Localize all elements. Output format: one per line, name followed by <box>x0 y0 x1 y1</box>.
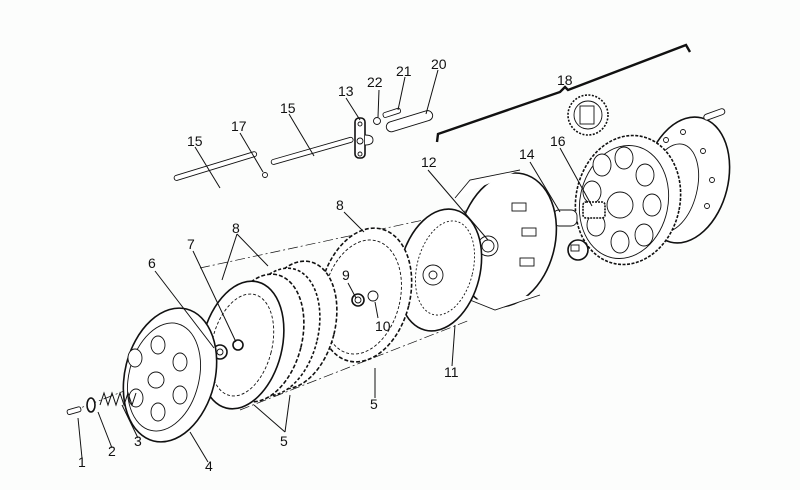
pin-20 <box>385 110 434 133</box>
label-12: 12 <box>421 154 437 170</box>
label-21: 21 <box>396 63 412 79</box>
label-5b: 5 <box>370 396 378 412</box>
needle-bearing-16 <box>582 201 606 219</box>
label-13: 13 <box>338 83 354 99</box>
label-9: 9 <box>342 267 350 283</box>
label-22: 22 <box>367 74 383 90</box>
label-15a: 15 <box>187 133 203 149</box>
push-rod-left <box>173 151 258 181</box>
thrust-piece-7 <box>232 339 244 351</box>
push-rod-right <box>270 136 354 165</box>
washer-22 <box>373 117 381 125</box>
clutch-housing-12 <box>454 169 558 311</box>
small-gear <box>567 94 609 136</box>
pressure-plate-4 <box>122 307 218 443</box>
label-17: 17 <box>231 118 247 134</box>
lever-plate-13 <box>354 117 374 159</box>
clutch-hub-11 <box>397 208 483 332</box>
label-16: 16 <box>550 133 566 149</box>
screw-1 <box>66 406 82 415</box>
label-6: 6 <box>148 255 156 271</box>
group-bracket-18 <box>435 43 692 143</box>
large-primary-gear <box>574 134 682 266</box>
label-4: 4 <box>205 458 213 474</box>
label-8a: 8 <box>232 220 240 236</box>
nut-9 <box>351 293 365 307</box>
label-7: 7 <box>187 236 195 252</box>
washer-2 <box>86 397 96 413</box>
label-2: 2 <box>108 443 116 459</box>
label-10: 10 <box>375 318 391 334</box>
spring-3 <box>99 391 137 407</box>
label-1: 1 <box>78 454 86 470</box>
label-5a: 5 <box>280 433 288 449</box>
label-20: 20 <box>431 56 447 72</box>
label-15b: 15 <box>280 100 296 116</box>
label-8b: 8 <box>336 197 344 213</box>
label-3: 3 <box>134 433 142 449</box>
label-14: 14 <box>519 146 535 162</box>
plate-alignment-line-bottom <box>239 319 471 411</box>
screw-21 <box>382 107 402 118</box>
bolt <box>703 108 726 121</box>
ball-17 <box>262 172 268 178</box>
washer-10 <box>367 290 379 302</box>
leader-lines <box>77 69 593 463</box>
spacer <box>567 239 589 261</box>
label-18: 18 <box>557 72 573 88</box>
label-11: 11 <box>444 364 459 380</box>
